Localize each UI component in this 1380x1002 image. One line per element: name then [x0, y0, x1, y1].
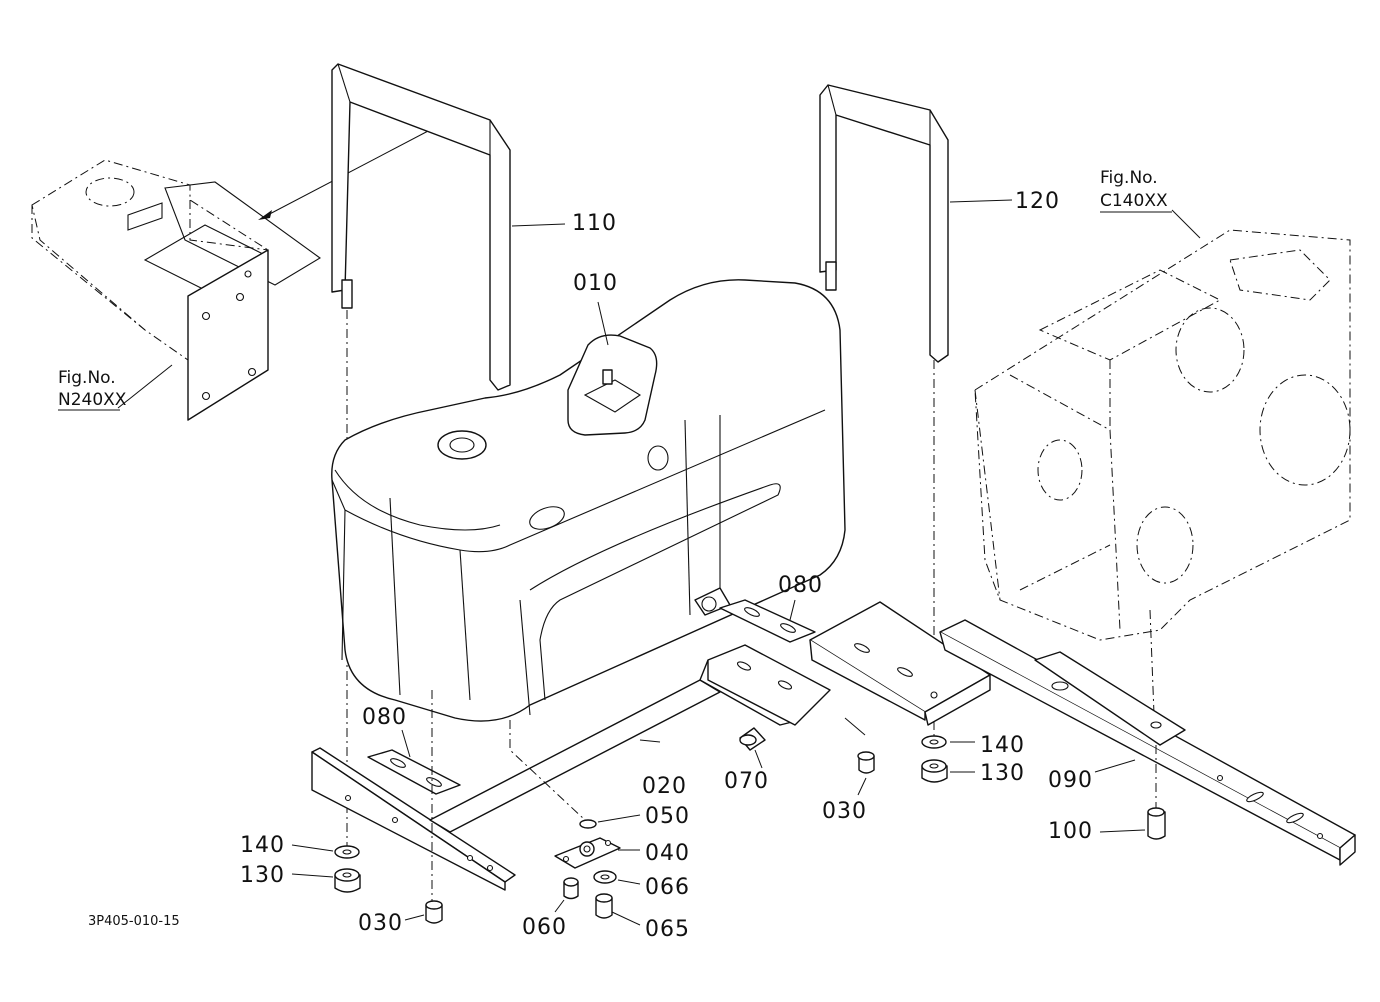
callout-140-left: 140 — [240, 833, 285, 858]
rubber-pad-080-left — [367, 749, 461, 795]
fuel-tank-010 — [331, 279, 846, 722]
callout-130-left: 130 — [240, 863, 285, 888]
callout-110: 110 — [572, 211, 617, 236]
drawing-code: 3P405-010-15 — [88, 914, 180, 929]
tank-bracket-020 — [311, 601, 991, 905]
callout-030-right: 030 — [822, 799, 867, 824]
fig-ref-right-label: Fig.No. — [1100, 168, 1158, 188]
callout-065: 065 — [645, 917, 690, 942]
callout-020: 020 — [642, 774, 687, 799]
fig-ref-left-label: Fig.No. — [58, 368, 116, 388]
callout-066: 066 — [645, 875, 690, 900]
callout-030-left: 030 — [358, 911, 403, 936]
fig-ref-left-code: N240XX — [58, 390, 127, 410]
callout-100: 100 — [1048, 819, 1093, 844]
hardware — [334, 720, 1166, 924]
callout-010: 010 — [573, 271, 618, 296]
callout-140-right: 140 — [980, 733, 1025, 758]
callout-130-right: 130 — [980, 761, 1025, 786]
callout-090: 090 — [1048, 768, 1093, 793]
callout-070: 070 — [724, 769, 769, 794]
callout-120: 120 — [1015, 189, 1060, 214]
rubber-pad-080-right — [719, 599, 816, 643]
reference-part-c140xx — [974, 229, 1351, 741]
reference-part-n240xx — [31, 129, 431, 421]
callout-050: 050 — [645, 804, 690, 829]
frame-rail-090 — [939, 619, 1356, 866]
callout-080-right: 080 — [778, 573, 823, 598]
fig-ref-right-code: C140XX — [1100, 191, 1168, 211]
leader-lines — [117, 199, 1201, 926]
callout-060: 060 — [522, 915, 567, 940]
callout-080-left: 080 — [362, 705, 407, 730]
callout-040: 040 — [645, 841, 690, 866]
